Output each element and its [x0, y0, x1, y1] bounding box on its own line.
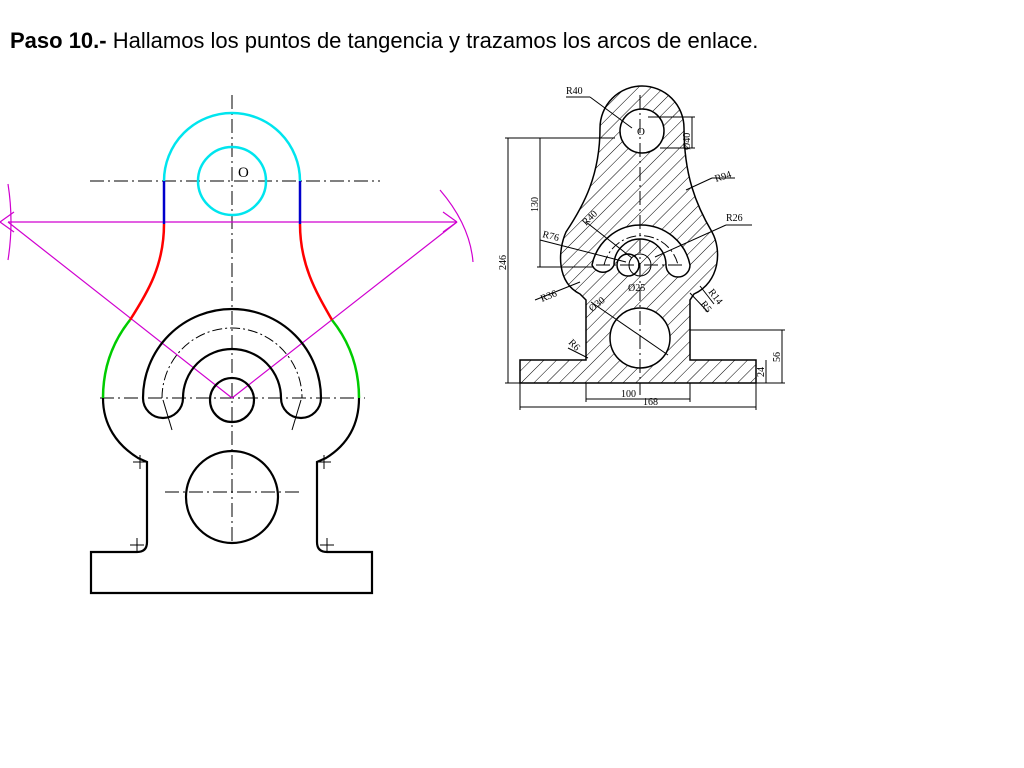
- leader-lines: [534, 96, 752, 359]
- step-description: Hallamos los puntos de tangencia y traza…: [112, 28, 759, 53]
- top-tangent-arc: [162, 111, 302, 182]
- arrow-right-lower: [442, 221, 458, 233]
- connecting-arc-green-left: [101, 319, 131, 399]
- large-lower-circle: [184, 449, 280, 545]
- dim-r36: R36: [539, 288, 559, 304]
- arrow-left-upper: [0, 211, 15, 223]
- construction-line-right: [231, 221, 458, 399]
- connecting-arc-red-right: [298, 223, 334, 321]
- dim-r40-top: R40: [566, 86, 583, 97]
- slot-center-arc: [161, 327, 303, 399]
- dim-168: 168: [643, 397, 658, 408]
- reference-drawing: O R40 Ø40 R94 R26 R40 R76 Ø25 R36 Ø30 R1…: [498, 85, 785, 410]
- small-center-circle: [208, 376, 256, 424]
- dim-24: 24: [756, 367, 767, 377]
- ref-center-label-o: O: [637, 126, 645, 138]
- dim-56: 56: [772, 352, 783, 362]
- construction-drawing: O: [0, 95, 474, 595]
- dim-r76: R76: [541, 229, 560, 244]
- connecting-arc-green-right: [331, 319, 361, 399]
- slot-construction-right: [291, 399, 302, 431]
- dim-r94: R94: [714, 169, 733, 185]
- connecting-arc-red-left: [128, 223, 166, 321]
- step-label: Paso 10.-: [10, 28, 107, 53]
- slot-construction-left: [162, 399, 173, 431]
- hatched-section: [519, 85, 757, 384]
- dim-r5: R5: [698, 299, 714, 315]
- dim-246: 246: [498, 255, 509, 270]
- dim-r26: R26: [726, 213, 743, 224]
- page-title: Paso 10.- Hallamos los puntos de tangenc…: [10, 28, 758, 54]
- body-outline-lower: [89, 397, 374, 595]
- arrow-left-lower: [0, 221, 15, 233]
- tangent-markers: [130, 455, 334, 552]
- construction-arc-left: [7, 183, 12, 261]
- dim-d25: Ø25: [628, 283, 645, 294]
- ref-slot-center-arc: [603, 235, 679, 266]
- top-circle: [196, 145, 268, 217]
- arrow-right-upper: [442, 211, 458, 223]
- dim-130: 130: [530, 197, 541, 212]
- dim-d40: Ø40: [682, 133, 693, 150]
- dim-100: 100: [621, 389, 636, 400]
- curved-slot: [141, 307, 323, 420]
- construction-arc-right: [439, 189, 474, 263]
- dim-r6: R6: [566, 337, 582, 353]
- construction-line-left: [7, 221, 233, 399]
- center-label-o: O: [238, 165, 249, 181]
